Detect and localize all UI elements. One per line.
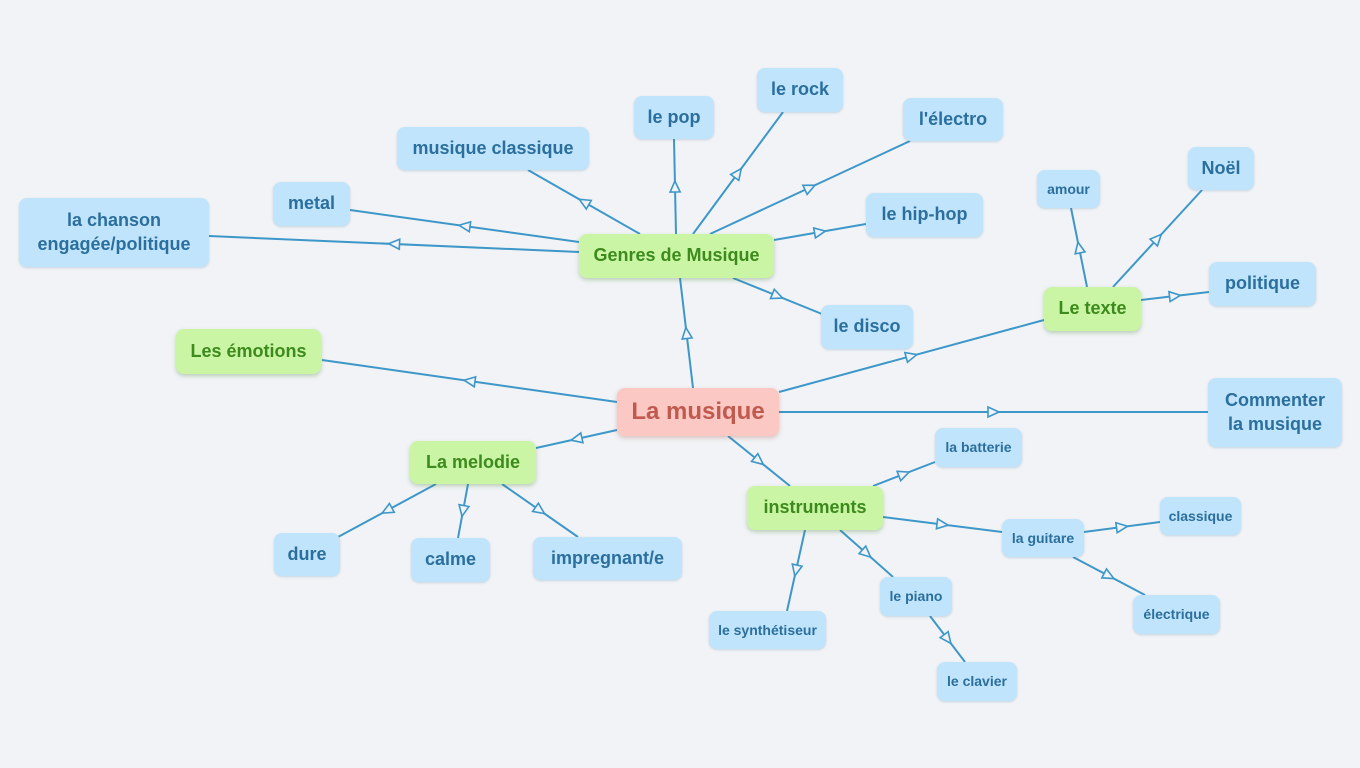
leaf-l-electro[interactable]: l'électro bbox=[903, 98, 1003, 141]
leaf-le-synthetiseur[interactable]: le synthétiseur bbox=[709, 611, 826, 649]
arrowhead-icon bbox=[1114, 521, 1130, 535]
arrowhead-icon bbox=[938, 630, 953, 645]
leaf-amour[interactable]: amour bbox=[1037, 170, 1100, 208]
leaf-metal[interactable]: metal bbox=[273, 182, 350, 226]
arrowhead-icon bbox=[935, 517, 950, 530]
arrowhead-icon bbox=[531, 501, 547, 515]
leaf-calme[interactable]: calme bbox=[411, 538, 490, 582]
topic-commenter-la-musique[interactable]: Commenter la musique bbox=[1208, 378, 1342, 447]
topic-le-texte[interactable]: Le texte bbox=[1044, 287, 1141, 331]
arrowhead-icon bbox=[812, 226, 828, 240]
arrowhead-icon bbox=[987, 405, 1001, 419]
arrowhead-icon bbox=[1074, 240, 1087, 255]
leaf-le-piano[interactable]: le piano bbox=[880, 577, 952, 616]
leaf-la-batterie[interactable]: la batterie bbox=[935, 428, 1022, 467]
leaf-classique[interactable]: classique bbox=[1160, 497, 1241, 535]
arrowhead-icon bbox=[681, 325, 694, 340]
arrowhead-icon bbox=[577, 198, 593, 211]
root-node-la-musique[interactable]: La musique bbox=[617, 388, 779, 436]
leaf-le-rock[interactable]: le rock bbox=[757, 68, 843, 112]
leaf-impregnant[interactable]: impregnant/e bbox=[533, 537, 682, 580]
arrowhead-icon bbox=[791, 562, 804, 578]
arrowhead-icon bbox=[380, 502, 396, 515]
topic-instruments[interactable]: instruments bbox=[747, 486, 883, 530]
arrowhead-icon bbox=[801, 184, 817, 196]
leaf-la-guitare[interactable]: la guitare bbox=[1002, 519, 1084, 557]
arrowhead-icon bbox=[569, 431, 585, 444]
arrowhead-icon bbox=[1168, 290, 1183, 303]
leaf-le-pop[interactable]: le pop bbox=[634, 96, 714, 139]
leaf-politique[interactable]: politique bbox=[1209, 262, 1316, 306]
leaf-noel[interactable]: Noël bbox=[1188, 147, 1254, 190]
leaf-electrique[interactable]: électrique bbox=[1133, 595, 1220, 634]
arrowhead-icon bbox=[903, 351, 919, 364]
topic-la-melodie[interactable]: La melodie bbox=[410, 441, 536, 484]
topic-genres-de-musique[interactable]: Genres de Musique bbox=[579, 234, 774, 278]
topic-les-emotions[interactable]: Les émotions bbox=[176, 329, 321, 374]
arrowhead-icon bbox=[386, 238, 401, 251]
leaf-le-hip-hop[interactable]: le hip-hop bbox=[866, 193, 983, 237]
arrowhead-icon bbox=[457, 220, 472, 234]
leaf-le-clavier[interactable]: le clavier bbox=[937, 662, 1017, 701]
arrowhead-icon bbox=[895, 470, 911, 483]
arrowhead-icon bbox=[857, 544, 873, 559]
leaf-le-disco[interactable]: le disco bbox=[821, 305, 913, 349]
arrowhead-icon bbox=[462, 375, 477, 389]
arrowhead-icon bbox=[458, 503, 471, 519]
arrowhead-icon bbox=[1100, 567, 1116, 580]
arrowhead-icon bbox=[750, 452, 765, 466]
arrowhead-icon bbox=[769, 287, 785, 300]
arrowhead-icon bbox=[668, 179, 682, 193]
leaf-dure[interactable]: dure bbox=[274, 533, 340, 576]
arrowhead-icon bbox=[1148, 233, 1163, 248]
leaf-la-chanson-engagee-politique[interactable]: la chanson engagée/politique bbox=[19, 198, 209, 267]
leaf-musique-classique[interactable]: musique classique bbox=[397, 127, 589, 170]
arrowhead-icon bbox=[729, 167, 743, 182]
